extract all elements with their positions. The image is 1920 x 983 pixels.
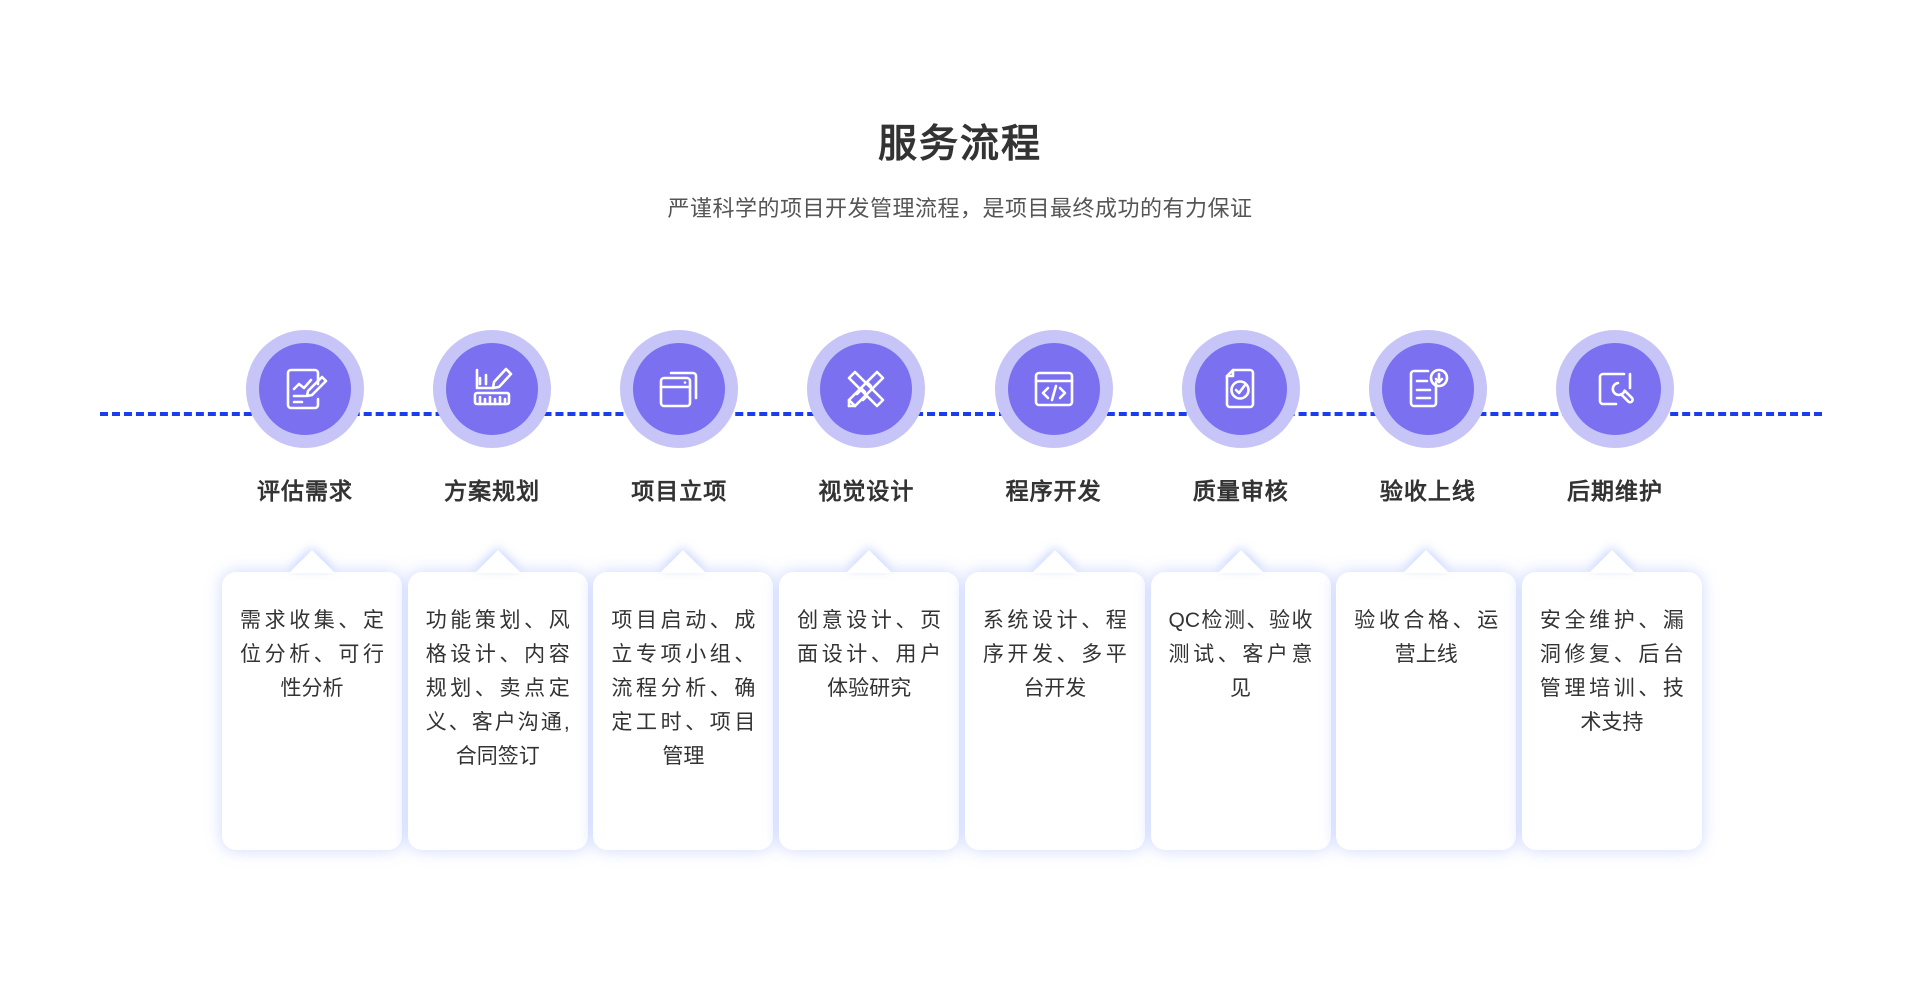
step-icon-halo <box>620 330 739 448</box>
card-text: 系统设计、程序开发、多平台开发 <box>982 609 1127 701</box>
card-text: QC检测、验收测试、客户意见 <box>1168 609 1313 701</box>
wrench-square-icon <box>1598 372 1634 406</box>
card-text: 项目启动、成立专项小组、流程分析、确定工时、项目管理 <box>611 609 756 769</box>
process-description-cards: 需求收集、定位分析、可行性分析 功能策划、风格设计、内容规划、卖点定义、客户沟通… <box>222 550 1702 850</box>
process-step[interactable]: 后期维护 <box>1540 330 1690 530</box>
description-card: 创意设计、页面设计、用户体验研究 <box>779 550 960 850</box>
description-card: 验收合格、运营上线 <box>1336 550 1517 850</box>
card-notch <box>660 550 707 573</box>
card-notch <box>1588 550 1635 573</box>
description-card: QC检测、验收测试、客户意见 <box>1150 550 1331 850</box>
card-body: 创意设计、页面设计、用户体验研究 <box>779 572 960 850</box>
description-card: 功能策划、风格设计、内容规划、卖点定义、客户沟通,合同签订 <box>407 550 588 850</box>
step-icon-halo <box>246 330 364 448</box>
card-text: 需求收集、定位分析、可行性分析 <box>240 609 384 701</box>
step-icon-halo <box>433 330 552 448</box>
document-download-icon <box>1409 368 1449 408</box>
step-icon-disc <box>1381 343 1474 435</box>
card-body: 需求收集、定位分析、可行性分析 <box>222 572 402 850</box>
step-label: 后期维护 <box>1566 478 1663 504</box>
process-step[interactable]: 方案规划 <box>417 330 567 530</box>
ruler-pen-chart-icon <box>473 367 513 406</box>
card-text: 功能策划、风格设计、内容规划、卖点定义、客户沟通,合同签订 <box>425 609 570 769</box>
card-notch <box>1403 550 1450 573</box>
step-icon-halo <box>1555 330 1674 448</box>
process-step[interactable]: 评估需求 <box>230 330 380 530</box>
step-icon-halo <box>1368 330 1487 448</box>
description-card: 需求收集、定位分析、可行性分析 <box>222 550 402 850</box>
step-icon-disc <box>633 343 726 435</box>
card-text: 创意设计、页面设计、用户体验研究 <box>797 609 942 701</box>
description-card: 安全维护、漏洞修复、后台管理培训、技术支持 <box>1521 550 1702 850</box>
step-icon-halo <box>1181 330 1300 448</box>
page-subtitle: 严谨科学的项目开发管理流程，是项目最终成功的有力保证 <box>667 195 1253 221</box>
process-flow: 评估需求 <box>0 330 1920 530</box>
step-icon-disc <box>1007 343 1100 435</box>
flow-connector-line <box>100 412 1822 416</box>
step-icon-disc <box>259 343 351 435</box>
stacked-windows-icon <box>659 371 698 408</box>
step-icon-halo <box>994 330 1113 448</box>
card-body: QC检测、验收测试、客户意见 <box>1150 572 1331 850</box>
step-label: 验收上线 <box>1379 478 1476 504</box>
process-step[interactable]: 视觉设计 <box>791 330 941 530</box>
step-icon-disc <box>820 343 913 435</box>
step-label: 质量审核 <box>1192 478 1289 504</box>
card-text: 安全维护、漏洞修复、后台管理培训、技术支持 <box>1539 609 1684 735</box>
step-label: 方案规划 <box>444 478 541 504</box>
step-label: 项目立项 <box>631 478 728 504</box>
process-steps: 评估需求 <box>230 330 1690 530</box>
page-title: 服务流程 <box>877 123 1042 166</box>
code-browser-icon <box>1034 371 1073 407</box>
card-body: 功能策划、风格设计、内容规划、卖点定义、客户沟通,合同签订 <box>407 572 588 850</box>
step-label: 评估需求 <box>257 478 353 504</box>
process-step[interactable]: 项目立项 <box>604 330 754 530</box>
process-step[interactable]: 程序开发 <box>979 330 1129 530</box>
page-header: 服务流程 严谨科学的项目开发管理流程，是项目最终成功的有力保证 <box>0 0 1920 223</box>
card-text: 验收合格、运营上线 <box>1354 609 1499 667</box>
report-chart-pen-icon <box>286 368 328 410</box>
process-step[interactable]: 质量审核 <box>1166 330 1316 530</box>
document-check-icon <box>1225 368 1255 409</box>
step-icon-disc <box>446 343 539 435</box>
card-notch <box>289 550 335 573</box>
pencil-ruler-cross-icon <box>848 370 885 408</box>
step-label: 视觉设计 <box>818 478 915 504</box>
step-icon-disc <box>1568 343 1661 435</box>
description-card: 项目启动、成立专项小组、流程分析、确定工时、项目管理 <box>593 550 774 850</box>
card-body: 安全维护、漏洞修复、后台管理培训、技术支持 <box>1521 572 1702 850</box>
card-notch <box>846 550 893 573</box>
card-body: 项目启动、成立专项小组、流程分析、确定工时、项目管理 <box>593 572 774 850</box>
card-notch <box>1217 550 1264 573</box>
card-notch <box>474 550 521 573</box>
card-body: 验收合格、运营上线 <box>1336 572 1517 850</box>
step-icon-halo <box>807 330 926 448</box>
card-notch <box>1031 550 1078 573</box>
step-icon-disc <box>1194 343 1287 435</box>
process-step[interactable]: 验收上线 <box>1353 330 1503 530</box>
description-card: 系统设计、程序开发、多平台开发 <box>964 550 1145 850</box>
step-label: 程序开发 <box>1005 478 1102 504</box>
card-body: 系统设计、程序开发、多平台开发 <box>964 572 1145 850</box>
